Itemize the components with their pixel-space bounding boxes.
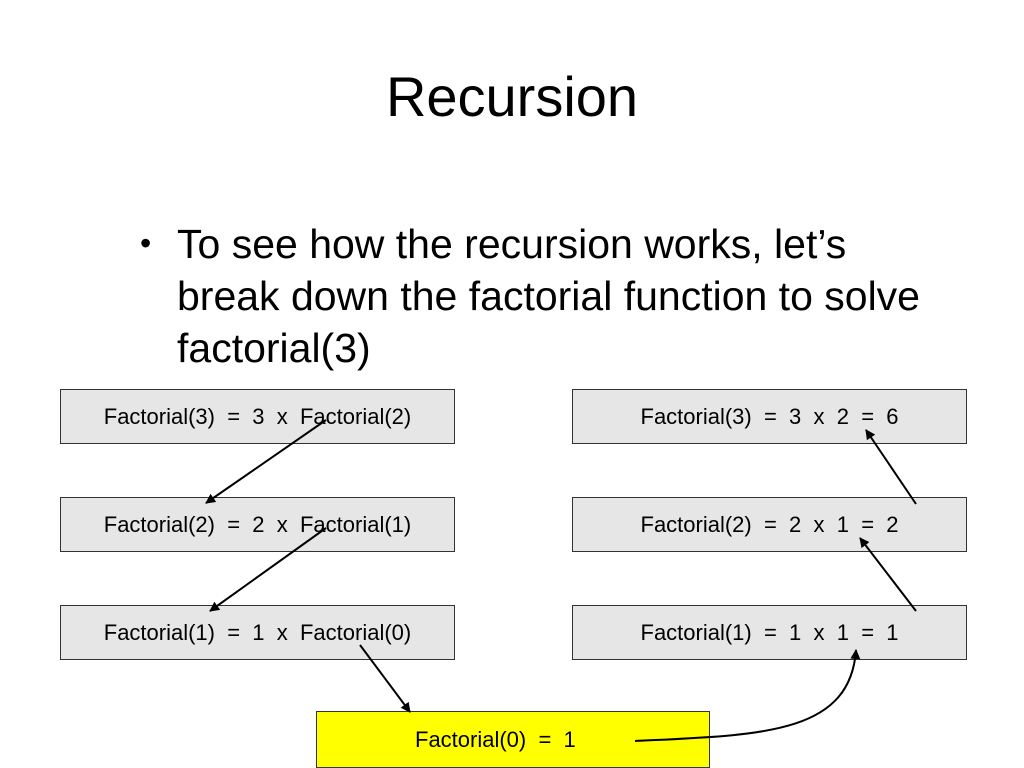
slide-title: Recursion <box>385 65 639 128</box>
arrow-call-3-to-2 <box>205 419 327 504</box>
result-box-factorial-3: Factorial(3) = 3 x 2 = 6 <box>572 389 967 444</box>
arrow-call-1-to-0 <box>359 644 411 713</box>
result-box-factorial-1: Factorial(1) = 1 x 1 = 1 <box>572 605 967 660</box>
arrow-return-1-to-2 <box>859 537 917 612</box>
call-box-factorial-3: Factorial(3) = 3 x Factorial(2) <box>60 389 455 444</box>
call-box-factorial-2: Factorial(2) = 2 x Factorial(1) <box>60 497 455 552</box>
result-box-factorial-2: Factorial(2) = 2 x 1 = 2 <box>572 497 967 552</box>
arrow-return-0-to-1 <box>634 649 861 742</box>
base-case-box: Factorial(0) = 1 <box>316 711 710 768</box>
call-box-factorial-1: Factorial(1) = 1 x Factorial(0) <box>60 605 455 660</box>
bullet-dot-icon: • <box>140 225 152 261</box>
arrow-return-2-to-3 <box>865 429 917 505</box>
bullet-text: To see how the recursion works, let’s br… <box>177 221 920 371</box>
arrow-call-2-to-1 <box>209 527 327 612</box>
